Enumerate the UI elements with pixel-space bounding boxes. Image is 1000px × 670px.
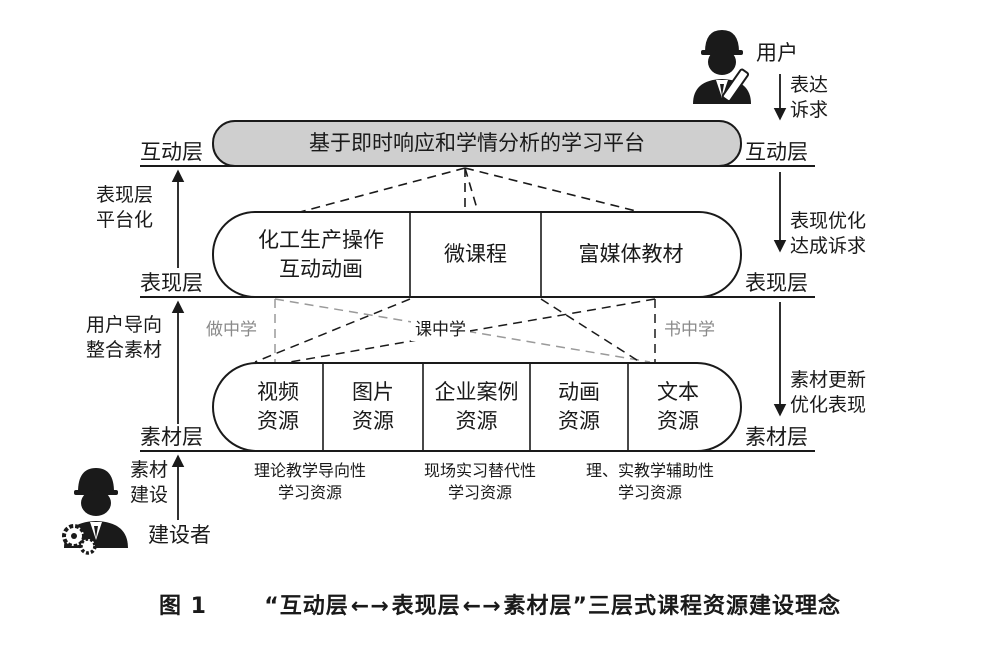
platformize-note: 表现层 平台化 <box>96 184 154 231</box>
presentation-capsule <box>212 211 742 298</box>
optimize-material-note: 素材更新 优化表现 <box>790 369 867 416</box>
user-oriented-note: 用户导向 整合素材 <box>86 314 163 361</box>
material-build-note: 素材 建设 <box>130 459 169 506</box>
builder-person-icon <box>62 468 128 555</box>
caption-part-interaction: “互动层 <box>264 594 349 619</box>
user-label: 用户 <box>756 41 798 65</box>
optimize-reach-note: 表现优化 达成诉求 <box>790 210 867 257</box>
caption-part-presentation: 表现层 <box>391 594 461 619</box>
interaction-layer-label-right: 互动层 <box>745 140 808 164</box>
double-arrow-icon: ←→ <box>462 594 502 619</box>
caption-part-material: 素材层”三层式课程资源建设理念 <box>503 594 841 619</box>
resource-note-practice: 现场实习替代性 学习资源 <box>423 461 536 502</box>
material-capsule <box>212 362 742 452</box>
material-cell-text: 文本 资源 <box>657 380 699 433</box>
builder-label: 建设者 <box>148 523 211 547</box>
learning-mode-right: 书中学 <box>664 320 715 340</box>
material-cell-image: 图片 资源 <box>352 380 394 433</box>
learning-mode-links-black <box>254 298 656 363</box>
platform-links <box>299 167 641 213</box>
user-person-icon <box>693 30 751 104</box>
learning-mode-center: 课中学 <box>411 319 470 341</box>
platform-title: 基于即时响应和学情分析的学习平台 <box>309 131 645 155</box>
figure-caption: 图 1 “互动层←→表现层←→素材层”三层式课程资源建设理念 <box>0 588 1000 620</box>
interaction-layer-label-left: 互动层 <box>140 140 203 164</box>
platform-capsule <box>212 120 742 167</box>
express-demand-note: 表达 诉求 <box>790 74 829 121</box>
presentation-cell-rich-media: 富媒体教材 <box>578 242 684 266</box>
material-cell-video: 视频 资源 <box>257 380 299 433</box>
presentation-cell-microcourse: 微课程 <box>444 242 507 266</box>
material-cell-case: 企业案例 资源 <box>434 380 519 433</box>
material-layer-label-right: 素材层 <box>745 425 808 449</box>
learning-mode-left: 做中学 <box>206 320 257 340</box>
double-arrow-icon: ←→ <box>350 594 390 619</box>
presentation-cell-animation: 化工生产操作 互动动画 <box>258 227 384 281</box>
learning-mode-links-gray <box>274 298 651 363</box>
material-cell-animation: 动画 资源 <box>558 380 600 433</box>
resource-note-assist: 理、实教学辅助性 学习资源 <box>585 461 714 502</box>
presentation-layer-label-right: 表现层 <box>745 271 808 295</box>
material-layer-label-left: 素材层 <box>140 425 203 449</box>
figure-number: 图 1 <box>158 594 207 619</box>
resource-note-theory: 理论教学导向性 学习资源 <box>253 461 366 502</box>
presentation-layer-label-left: 表现层 <box>140 271 203 295</box>
